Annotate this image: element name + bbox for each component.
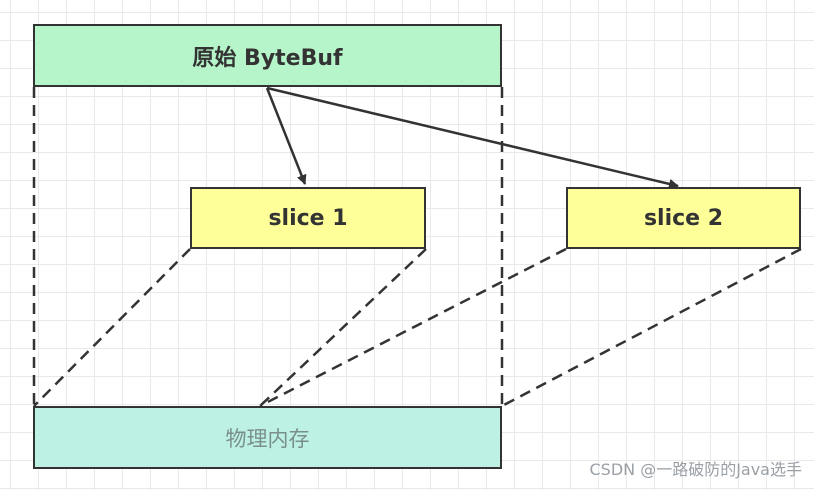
slice-2-box: slice 2	[566, 187, 801, 249]
watermark-text: CSDN @一路破防的Java选手	[589, 460, 802, 479]
slice1-right-projection	[259, 248, 427, 407]
slice1-left-projection	[33, 248, 191, 407]
arrow-bytebuf-to-slice2	[266, 86, 679, 189]
physical-memory-label: 物理内存	[225, 426, 310, 451]
slice-1-box: slice 1	[190, 187, 426, 249]
slice2-right-projection	[501, 247, 802, 408]
physical-memory-box: 物理内存	[33, 406, 502, 469]
original-bytebuf-label: 原始 ByteBuf	[192, 45, 343, 71]
arrow-bytebuf-to-slice1	[265, 87, 307, 185]
original-bytebuf-box: 原始 ByteBuf	[33, 24, 502, 87]
slice2-left-projection	[259, 247, 567, 408]
slice-2-label: slice 2	[643, 205, 724, 231]
slice-1-label: slice 1	[268, 205, 348, 231]
